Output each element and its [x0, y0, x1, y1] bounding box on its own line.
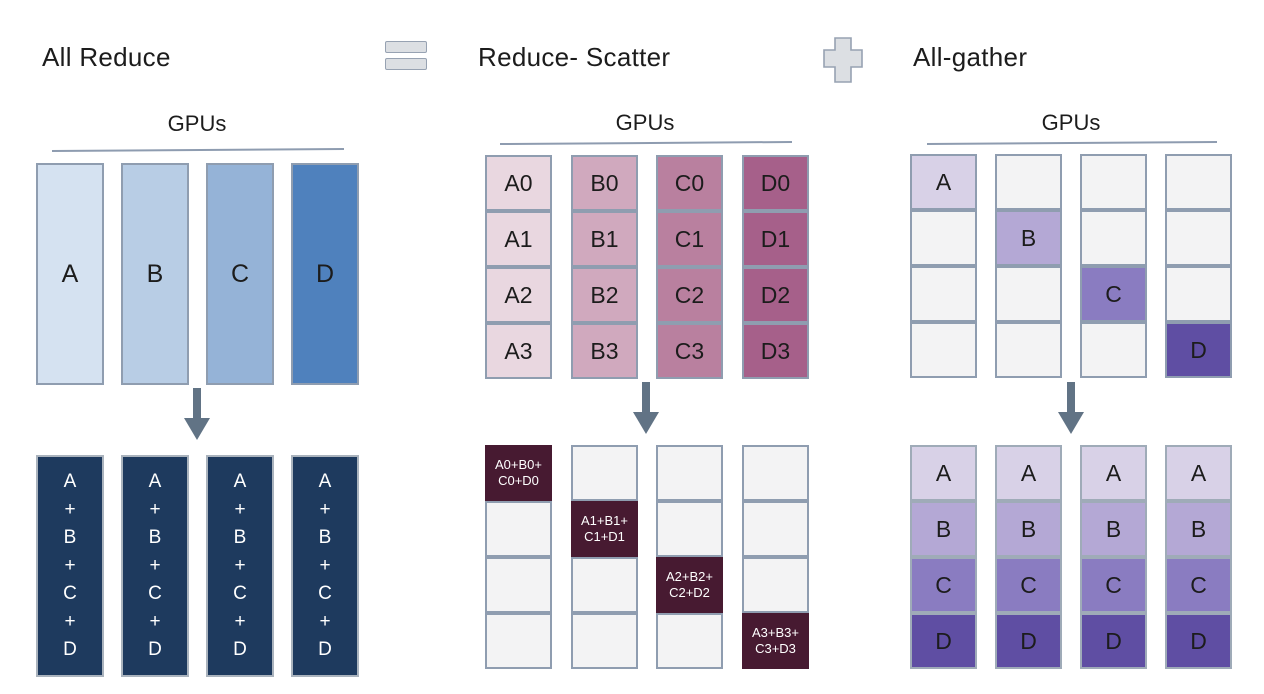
cell-C2: C2: [656, 267, 723, 323]
empty-cell: [571, 445, 638, 501]
cell-shard-D: D: [1165, 322, 1232, 378]
cell-gathered-B-gpu0: B: [910, 501, 977, 557]
cell-C1: C1: [656, 211, 723, 267]
empty-cell: [485, 613, 552, 669]
cell-B0: B0: [571, 155, 638, 211]
gpus-label-reduce-scatter: GPUs: [615, 110, 675, 135]
cell-gathered-B-gpu2: B: [1080, 501, 1147, 557]
empty-cell: [656, 445, 723, 501]
cell-gathered-A-gpu3: A: [1165, 445, 1232, 501]
all-reduce-title: All Reduce: [42, 42, 171, 72]
empty-cell: [656, 501, 723, 557]
cell-B1: B1: [571, 211, 638, 267]
cell-shard-C: C: [1080, 266, 1147, 322]
cell-shard-A: A: [910, 154, 977, 210]
cell-gathered-D-gpu3: D: [1165, 613, 1232, 669]
empty-cell: [995, 266, 1062, 322]
cell-C0: C0: [656, 155, 723, 211]
empty-cell: [742, 445, 809, 501]
cell-gathered-C-gpu1: C: [995, 557, 1062, 613]
empty-cell: [1080, 322, 1147, 378]
sum-column-1: A + B + C + D: [121, 455, 189, 677]
cell-D2: D2: [742, 267, 809, 323]
cell-gathered-D-gpu2: D: [1080, 613, 1147, 669]
cell-D0: D0: [742, 155, 809, 211]
gpus-label-all-reduce: GPUs: [167, 111, 227, 136]
plus-icon: [823, 37, 863, 83]
sum-column-3: A + B + C + D: [291, 455, 359, 677]
cell-shard-B: B: [995, 210, 1062, 266]
gpus-underline-reduce-scatter: [499, 140, 793, 146]
result-cell-A0-B0-C0-D0: A0+B0+ C0+D0: [485, 445, 552, 501]
gpus-underline-all-reduce: [51, 147, 345, 153]
empty-cell: [995, 322, 1062, 378]
gpus-label-all-gather: GPUs: [1041, 110, 1101, 135]
cell-A3: A3: [485, 323, 552, 379]
gpu-column-A: A: [36, 163, 104, 385]
arrow-down-icon: [184, 388, 210, 440]
equals-icon: [385, 41, 427, 75]
empty-cell: [1165, 210, 1232, 266]
empty-cell: [571, 557, 638, 613]
cell-gathered-A-gpu2: A: [1080, 445, 1147, 501]
cell-gathered-A-gpu0: A: [910, 445, 977, 501]
reduce-scatter-title: Reduce- Scatter: [478, 42, 671, 72]
cell-B3: B3: [571, 323, 638, 379]
empty-cell: [656, 613, 723, 669]
cell-gathered-D-gpu0: D: [910, 613, 977, 669]
sum-column-0: A + B + C + D: [36, 455, 104, 677]
result-cell-A2-B2-C2-D2: A2+B2+ C2+D2: [656, 557, 723, 613]
cell-D3: D3: [742, 323, 809, 379]
cell-A0: A0: [485, 155, 552, 211]
equals-bar-top: [385, 41, 427, 53]
empty-cell: [1165, 154, 1232, 210]
cell-gathered-A-gpu1: A: [995, 445, 1062, 501]
cell-gathered-B-gpu1: B: [995, 501, 1062, 557]
cell-gathered-C-gpu3: C: [1165, 557, 1232, 613]
result-cell-A1-B1-C1-D1: A1+B1+ C1+D1: [571, 501, 638, 557]
cell-A2: A2: [485, 267, 552, 323]
cell-D1: D1: [742, 211, 809, 267]
cell-gathered-B-gpu3: B: [1165, 501, 1232, 557]
arrow-down-icon: [1058, 382, 1084, 434]
empty-cell: [1080, 154, 1147, 210]
sum-column-2: A + B + C + D: [206, 455, 274, 677]
empty-cell: [1165, 266, 1232, 322]
all-gather-title: All-gather: [913, 42, 1028, 72]
empty-cell: [742, 501, 809, 557]
empty-cell: [910, 322, 977, 378]
empty-cell: [485, 557, 552, 613]
cell-gathered-C-gpu0: C: [910, 557, 977, 613]
empty-cell: [1080, 210, 1147, 266]
empty-cell: [742, 557, 809, 613]
gpus-underline-all-gather: [926, 140, 1218, 146]
equals-bar-bottom: [385, 58, 427, 70]
cell-gathered-C-gpu2: C: [1080, 557, 1147, 613]
empty-cell: [910, 210, 977, 266]
gpu-column-C: C: [206, 163, 274, 385]
cell-A1: A1: [485, 211, 552, 267]
cell-B2: B2: [571, 267, 638, 323]
arrow-down-icon: [633, 382, 659, 434]
cell-gathered-D-gpu1: D: [995, 613, 1062, 669]
empty-cell: [910, 266, 977, 322]
empty-cell: [995, 154, 1062, 210]
empty-cell: [485, 501, 552, 557]
gpu-column-B: B: [121, 163, 189, 385]
empty-cell: [571, 613, 638, 669]
cell-C3: C3: [656, 323, 723, 379]
gpu-column-D: D: [291, 163, 359, 385]
result-cell-A3-B3-C3-D3: A3+B3+ C3+D3: [742, 613, 809, 669]
